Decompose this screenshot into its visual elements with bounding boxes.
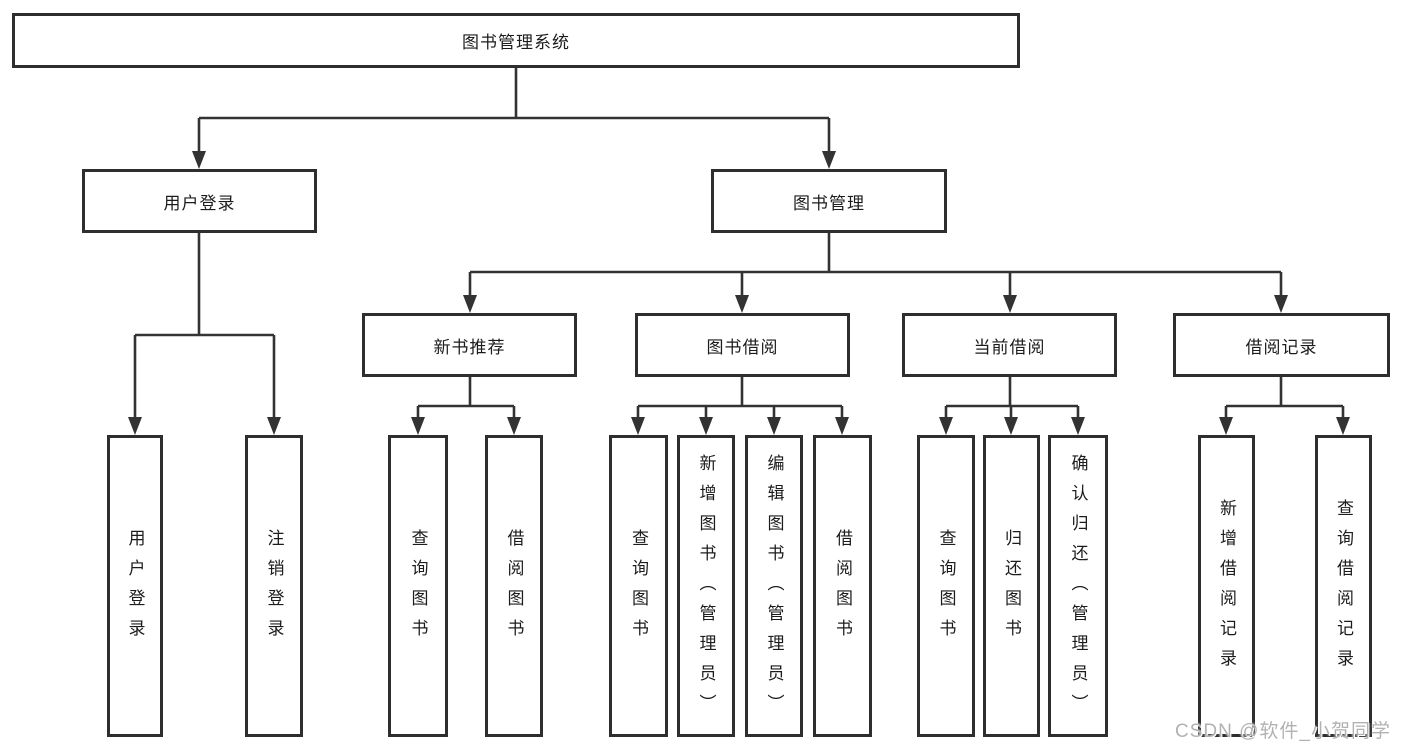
node-new-book-recommend: 新书推荐 (362, 313, 577, 377)
node-user-login: 用户登录 (82, 169, 317, 233)
leaf-borrow-book: 借阅图书 (813, 435, 872, 737)
node-current-borrowing: 当前借阅 (902, 313, 1117, 377)
connector-stems (133, 68, 1345, 420)
leaf-user-login: 用户登录 (107, 435, 163, 737)
leaf-logout: 注销登录 (245, 435, 303, 737)
leaf-query-book: 查询图书 (388, 435, 448, 737)
csdn-watermark: CSDN @软件_小贺同学 (1175, 721, 1391, 742)
leaf-return-book: 归还图书 (983, 435, 1040, 737)
leaf-add-borrow-record: 新增借阅记录 (1198, 435, 1255, 737)
node-borrowing-records: 借阅记录 (1173, 313, 1390, 377)
leaf-borrow-book: 借阅图书 (485, 435, 543, 737)
leaf-query-book: 查询图书 (609, 435, 668, 737)
node-book-management: 图书管理 (711, 169, 947, 233)
leaf-query-borrow-record: 查询借阅记录 (1315, 435, 1372, 737)
node-book-borrowing: 图书借阅 (635, 313, 850, 377)
leaf-edit-book-admin: 编辑图书（管理员） (745, 435, 803, 737)
leaf-query-book: 查询图书 (917, 435, 975, 737)
leaf-confirm-return-admin: 确认归还（管理员） (1048, 435, 1108, 737)
leaf-add-book-admin: 新增图书（管理员） (677, 435, 735, 737)
node-library-management-system: 图书管理系统 (12, 13, 1020, 68)
